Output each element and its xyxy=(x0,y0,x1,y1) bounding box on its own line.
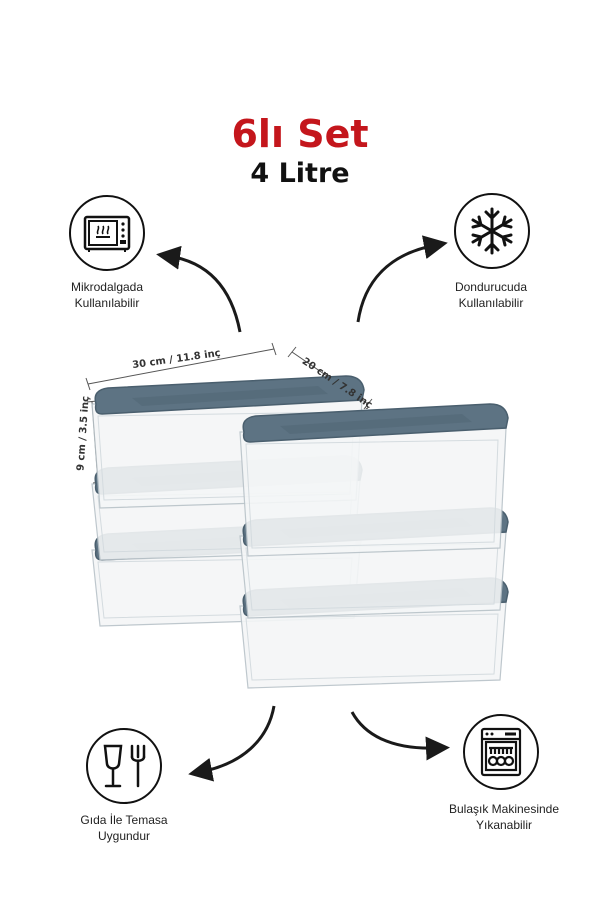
set-count-title: 6lı Set xyxy=(231,112,369,156)
food-safe-badge xyxy=(86,728,162,804)
lid xyxy=(242,403,509,443)
freezer-badge xyxy=(454,193,530,269)
lid xyxy=(94,375,365,415)
arrow-to-food-safe xyxy=(188,705,276,782)
microwave-icon xyxy=(83,215,131,252)
arrow-to-dishwasher xyxy=(350,711,450,761)
microwave-badge xyxy=(69,195,145,271)
dishwasher-icon xyxy=(480,727,522,777)
microwave-label: Mikrodalgada Kullanılabilir xyxy=(70,280,144,310)
container-stacks xyxy=(91,375,509,689)
length-dim-line xyxy=(87,348,275,385)
food-safe-label: Gıda İle Temasa Uygundur xyxy=(80,813,168,843)
dishwasher-badge xyxy=(463,714,539,790)
capacity-title: 4 Litre xyxy=(250,158,350,189)
snowflake-icon xyxy=(471,207,513,255)
glass-fork-icon xyxy=(103,744,146,788)
arrow-to-freezer xyxy=(356,235,448,323)
freezer-label: Dondurucuda Kullanılabilir xyxy=(454,280,528,310)
dishwasher-label: Bulaşık Makinesinde Yıkanabilir xyxy=(448,802,560,832)
arrow-to-microwave xyxy=(156,245,242,333)
container-right-top xyxy=(239,403,509,557)
